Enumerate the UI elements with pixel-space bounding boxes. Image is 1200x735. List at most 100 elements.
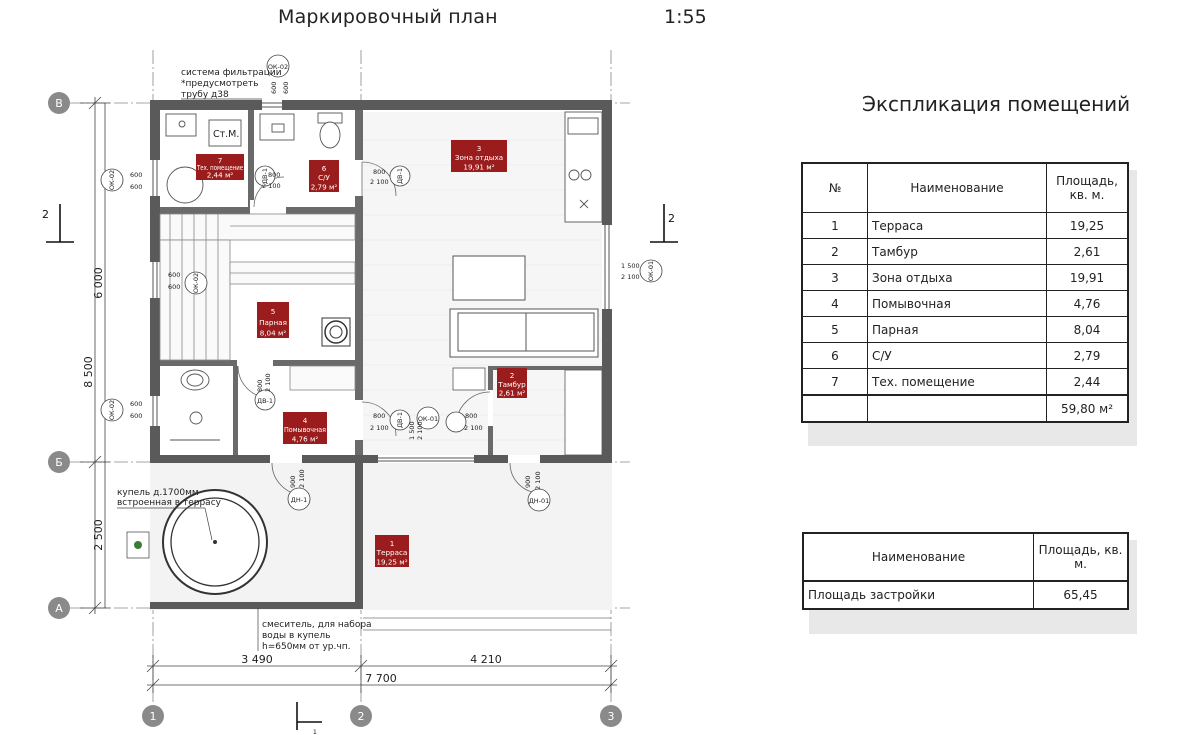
room-tag-number: 1: [390, 539, 395, 548]
room-tag-box: [497, 368, 527, 398]
cell-name: Парная: [867, 316, 1047, 343]
opening-mark-labels: ОК-02 ОК-02 ОК-02 ОК-02 ОК-01 ОК-01 ДВ-1…: [108, 63, 655, 505]
axis-label-col: 3: [608, 710, 615, 723]
door-size: 900: [524, 476, 532, 488]
column-header-name: Наименование: [802, 532, 1034, 582]
room-tag-number: 6: [322, 164, 327, 173]
axis-bubble-row: [48, 451, 70, 473]
section-mark-label: 1: [313, 729, 317, 735]
bathroom-fixtures: [259, 112, 343, 149]
sauna-benches: [159, 213, 356, 391]
room-tag-box: [257, 302, 289, 338]
room-tag-box: [283, 412, 327, 444]
note-filter-line: трубу д38: [181, 90, 229, 100]
door-size: 2 100: [370, 424, 389, 432]
room-tag-area: 2,44 м²: [207, 171, 234, 180]
horizontal-dimension-labels: 3 490 4 210 7 700: [241, 653, 502, 685]
cell-area: 19,91: [1046, 264, 1129, 291]
room-tag-name: Зона отдыха: [455, 153, 503, 162]
note-font-line: встроенная в террасу: [117, 498, 222, 508]
door-size: 2 100: [264, 373, 272, 392]
cell-name: Площадь застройки: [802, 580, 1034, 610]
room-tag-name: С/У: [318, 173, 330, 182]
room-tag-number: 4: [303, 416, 308, 425]
room-tag: 6С/У2,79 м²: [309, 160, 339, 192]
building-area-table: Наименование Площадь, кв. м. Площадь зас…: [802, 532, 1129, 610]
opening-mark-circles: [100, 54, 663, 512]
axis-bubble-row: [48, 92, 70, 114]
section-mark-label: 2: [668, 212, 675, 225]
door-size: 900: [289, 476, 297, 488]
floor-plan: Ст.М.: [42, 50, 678, 735]
window-frames: [152, 102, 610, 462]
room-tag-box: [309, 160, 339, 192]
axis-label-col: 2: [358, 710, 365, 723]
dimension-label: 3 490: [241, 653, 273, 666]
door-size: 800: [373, 412, 385, 420]
window-mark: ОК-01: [418, 415, 438, 423]
window-size: 600: [130, 400, 142, 408]
window-mark: ОК-02: [268, 63, 288, 71]
note-leaders: [117, 98, 262, 651]
cell-area: 4,76: [1046, 290, 1129, 317]
cabinet: [452, 367, 486, 391]
room-tag-name: Терраса: [376, 548, 408, 557]
dimension-label: 7 700: [365, 672, 397, 685]
room-tag-box: [375, 535, 409, 567]
cell-area: 2,79: [1046, 342, 1129, 369]
cell-num: 6: [801, 342, 868, 369]
dimension-label: 2 500: [92, 519, 105, 551]
sheet-scale: 1:55: [664, 6, 707, 28]
axis-labels: В Б А 1 2 3: [55, 97, 614, 723]
room-tag-name: Тех. помещение: [196, 163, 243, 172]
interior-door-gaps: [237, 160, 493, 440]
fixture-label: Ст.М.: [213, 129, 239, 140]
door-size: 800: [256, 380, 264, 392]
washroom-fixtures: [170, 369, 220, 441]
window-size: 600: [130, 183, 142, 191]
cell-area: 19,25: [1046, 212, 1129, 239]
cell-num: 4: [801, 290, 868, 317]
note-filter-line: *предусмотреть: [181, 79, 258, 89]
table-row: Площадь застройки 65,45: [802, 580, 1129, 610]
table: [452, 255, 526, 301]
note-mixer-line: смеситель, для набора: [262, 620, 372, 630]
room-tag-number: 3: [477, 144, 482, 153]
dimension-label: 8 500: [82, 356, 95, 388]
door-size: 2 100: [298, 469, 306, 488]
room-tag-area: 19,91 м²: [463, 163, 494, 172]
window-size: 600: [168, 283, 180, 291]
sauna-stove: [321, 317, 351, 347]
axis-bubble-col: [350, 705, 372, 727]
room-tag-area: 19,25 м²: [376, 558, 407, 567]
column-header-num: №: [801, 162, 868, 213]
room-tag-area: 2,61 м²: [499, 389, 526, 398]
door-size: 2 100: [370, 178, 389, 186]
table-header-row: Наименование Площадь, кв. м.: [802, 532, 1129, 582]
note-mixer-line: h=650мм от ур.чп.: [262, 642, 350, 652]
cell-name: Тамбур: [867, 238, 1047, 265]
room-tag-area: 2,79 м²: [311, 183, 338, 192]
door-mark: ДВ-1: [396, 412, 404, 428]
room-tag-number: 7: [218, 156, 223, 165]
room-tag-area: 4,76 м²: [292, 435, 319, 444]
room-tag-area: 8,04 м²: [260, 329, 287, 338]
window-size: 2 100: [621, 273, 640, 281]
axis-bubbles: [48, 92, 622, 727]
cell-area: 8,04: [1046, 316, 1129, 343]
sofa: [449, 308, 599, 358]
window-mark: ОК-02: [108, 170, 116, 190]
note-mixer-line: воды в купель: [262, 631, 330, 641]
room-tag-name: Тамбур: [497, 380, 526, 389]
door-mark: ДН-1: [291, 496, 307, 504]
window-mark: ОК-02: [192, 273, 200, 293]
